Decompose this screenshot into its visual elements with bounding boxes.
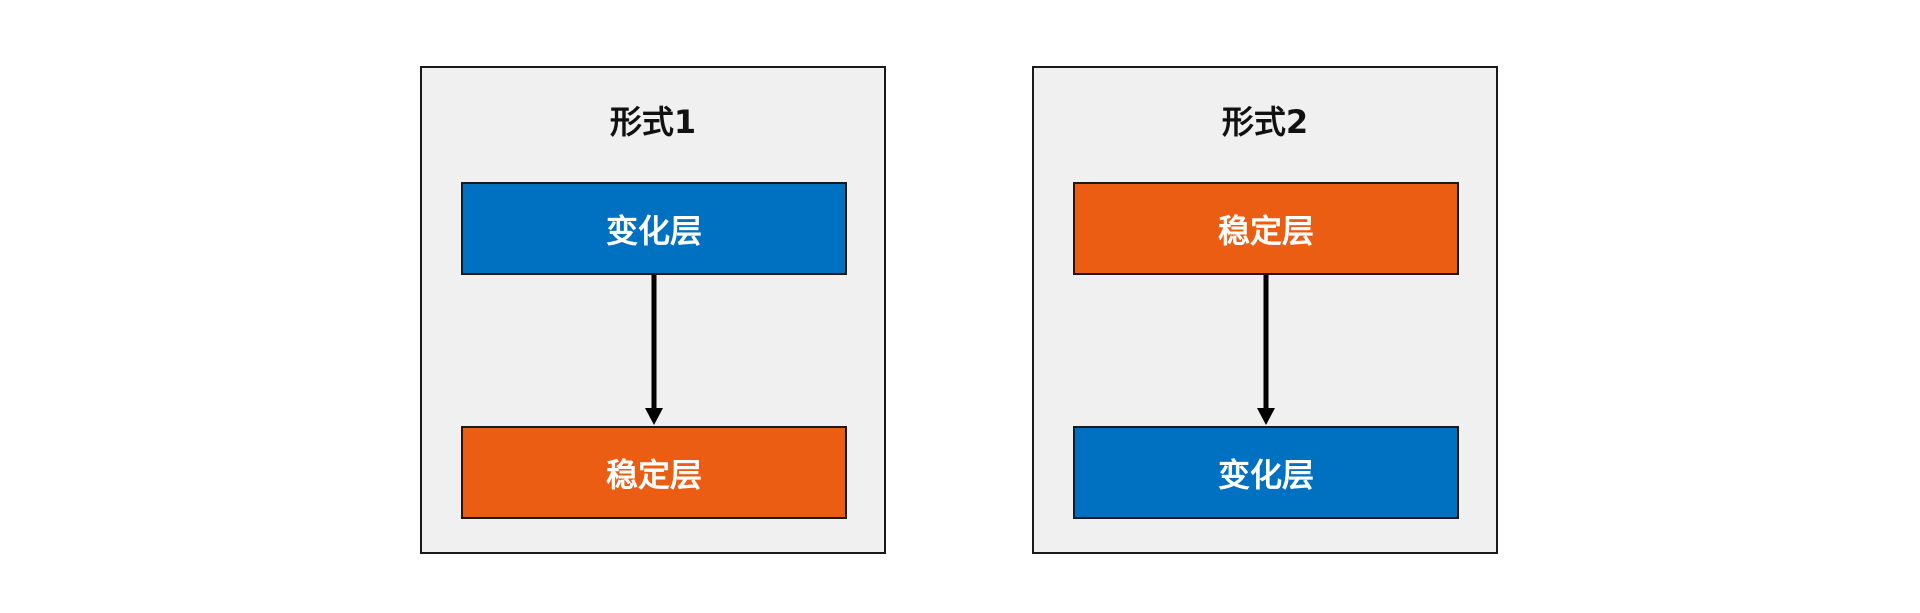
form-2-bottom-layer: 变化层 xyxy=(1073,426,1459,519)
form-1-bottom-layer: 稳定层 xyxy=(461,426,847,519)
form-1-top-layer-label: 变化层 xyxy=(605,211,702,250)
form-1-bottom-layer-label: 稳定层 xyxy=(605,455,702,494)
form-2-title: 形式2 xyxy=(1221,103,1309,141)
form-1-top-layer: 变化层 xyxy=(461,182,847,275)
form-2-top-layer: 稳定层 xyxy=(1073,182,1459,275)
form-2-panel: 形式2 稳定层 变化层 xyxy=(1032,66,1498,554)
form-2-bottom-layer-label: 变化层 xyxy=(1217,455,1314,494)
form-1-title: 形式1 xyxy=(609,103,697,141)
form-1-panel: 形式1 变化层 稳定层 xyxy=(420,66,886,554)
form-2-top-layer-label: 稳定层 xyxy=(1217,211,1314,250)
